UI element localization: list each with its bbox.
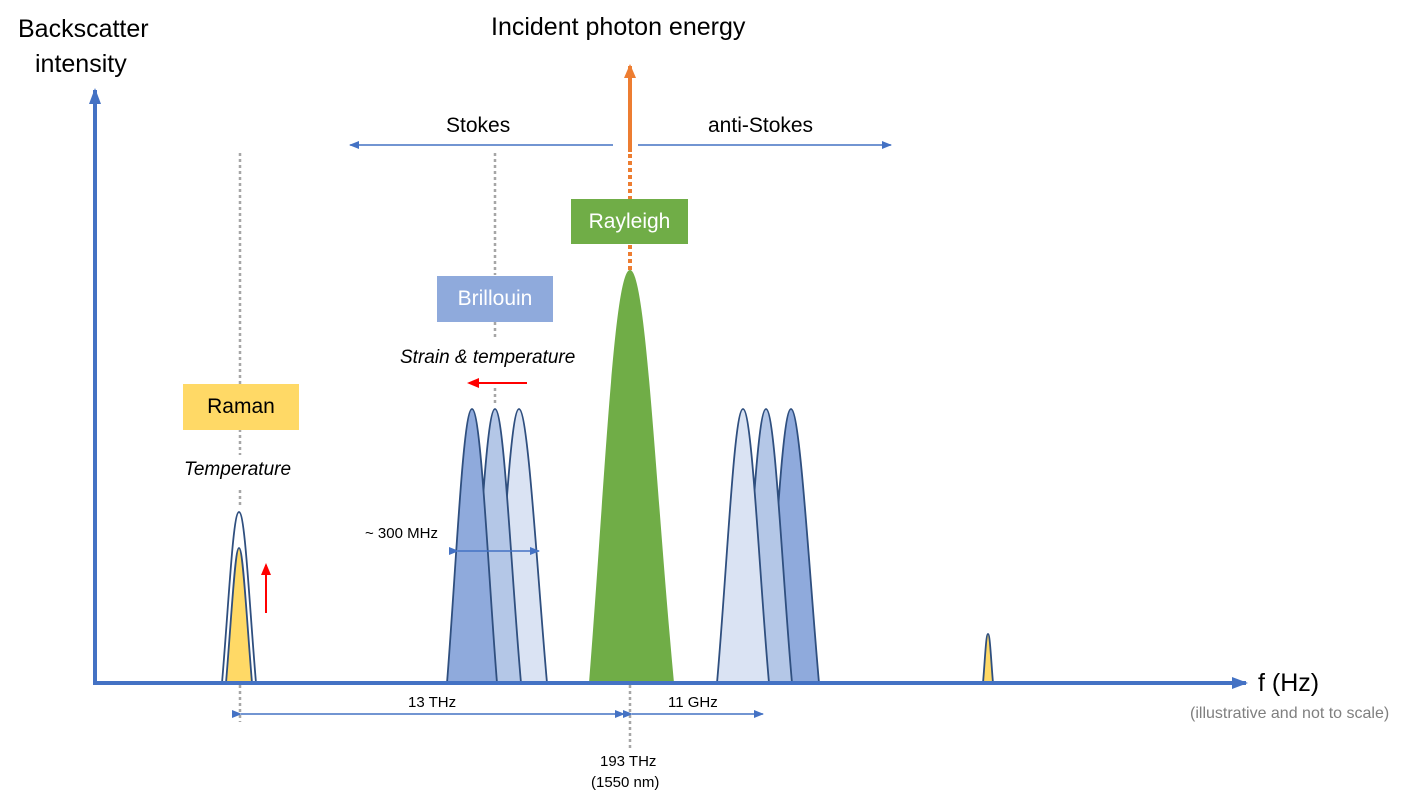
brillouin-stokes-peak-1 — [446, 408, 498, 684]
center-wavelength-label: (1550 nm) — [591, 774, 660, 791]
brillouin-shift-label: 11 GHz — [668, 694, 718, 711]
x-axis-label: f (Hz) — [1258, 669, 1320, 697]
brillouin-label: Brillouin — [437, 276, 553, 322]
raman-label: Raman — [183, 384, 299, 430]
diagram-title: Incident photon energy — [491, 13, 746, 41]
stokes-label: Stokes — [446, 114, 511, 137]
brillouin-sensitivity: Strain & temperature — [400, 347, 576, 368]
y-axis-label-line2: intensity — [35, 50, 127, 78]
raman-sensitivity: Temperature — [184, 459, 292, 480]
linewidth-label: ~ 300 MHz — [365, 525, 438, 542]
center-frequency-label: 193 THz — [600, 753, 657, 770]
raman-shift-label: 13 THz — [408, 694, 457, 711]
rayleigh-peak — [589, 270, 674, 683]
raman-anti-stokes-peak — [982, 633, 994, 684]
rayleigh-label: Rayleigh — [571, 199, 688, 244]
y-axis-label-line1: Backscatter — [18, 15, 149, 43]
brillouin-anti-stokes-peak-1 — [716, 408, 770, 684]
anti-stokes-label: anti-Stokes — [708, 114, 814, 137]
raman-stokes-peak — [225, 547, 253, 684]
scale-note: (illustrative and not to scale) — [1190, 705, 1390, 722]
